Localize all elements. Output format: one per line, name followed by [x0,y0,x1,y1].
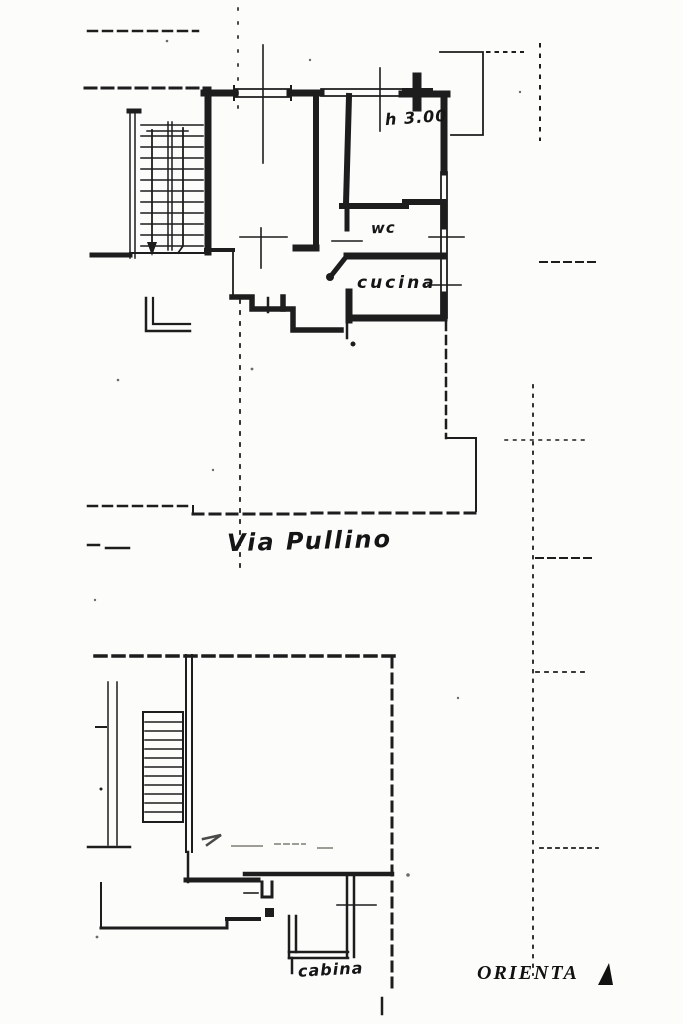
kitchen-walls [326,252,448,347]
cabina-label: cabina [297,958,364,981]
upper-floor-plan [83,7,541,569]
wc-label: wc [370,218,397,238]
street-label: Via Pullino [226,524,393,558]
kitchen-label: cucina [357,273,437,293]
rear-balcony-walls [204,248,344,333]
terrace-walls [99,871,395,959]
kitchen-door-leaf [327,253,350,280]
lower-floor-plan [86,654,397,1016]
courtyard-boundary [86,7,479,569]
apartment-walls [200,43,541,347]
cabina-walls [287,914,350,975]
balcony-outline [439,43,541,141]
stair-direction-arrowhead [147,242,157,256]
scan-specks [93,39,522,939]
right-exterior-wall [427,90,465,322]
dashed-boundary-lower [93,654,397,1016]
staircase-upper [89,108,205,333]
pencil-smudges [201,833,333,849]
orientation-partial-letter [598,963,613,985]
staircase-lower [142,654,193,884]
french-door-top-facade [320,88,406,97]
orientation-label: ORIENTA [477,962,579,984]
garden-fence-lines [86,681,132,849]
wc-room-walls [331,199,446,242]
dashed-boundary-top-left [83,29,207,90]
entry-notch [260,880,274,899]
site-boundary-lines [504,261,599,976]
living-room-door-marks [239,227,288,269]
room-height-label: h 3.00 [384,105,448,130]
